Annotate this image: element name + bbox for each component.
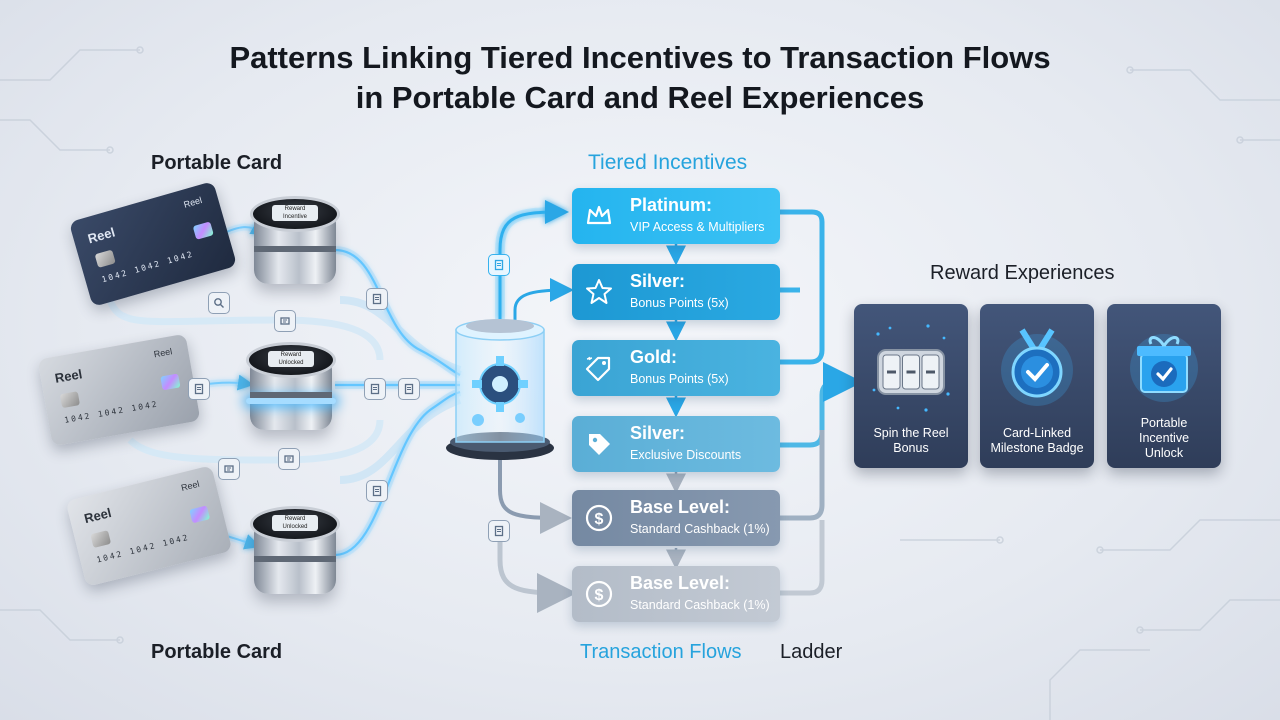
document-icon [398,378,420,400]
gear-icon [472,356,528,412]
reader-screen: Reward Unlocked [272,515,318,531]
reader-screen: Reward Unlocked [268,351,314,367]
dollar-icon: $ [585,580,613,608]
tiered-incentives-label: Tiered Incentives [588,151,748,174]
reward-experiences-label: Reward Experiences [930,262,1115,284]
tier-platinum[interactable]: Platinum: VIP Access & Multipliers [572,188,780,244]
reader-glow [246,398,336,404]
tier-base-level-2[interactable]: $ Base Level: Standard Cashback (1%) [572,566,780,622]
star-icon [586,279,612,304]
reward-label: Portable Incentive Unlock [1138,416,1190,460]
document-icon [366,480,388,502]
circuit-background [0,46,1280,720]
reward-milestone-badge[interactable]: Card-Linked Milestone Badge [980,304,1094,468]
tier-description: Bonus Points (5x) [630,372,729,386]
receipt-icon [278,448,300,470]
card-hologram-icon [192,221,214,240]
ladder-label: Ladder [780,641,843,663]
document-icon [366,288,388,310]
tag-icon [585,356,611,382]
card-brand-secondary: Reel [182,195,204,210]
tag-icon [589,434,610,455]
card-reader-1[interactable]: Reward Incentive [250,196,340,288]
tier-description: Bonus Points (5x) [630,296,729,310]
transaction-flows-label: Transaction Flows [580,641,742,663]
transaction-hub[interactable] [440,312,560,462]
reward-label: Card-Linked Milestone Badge [990,426,1084,455]
card-brand: Reel [86,224,117,247]
document-icon [188,378,210,400]
card-brand-secondary: Reel [180,478,201,493]
page-title: Patterns Linking Tiered Incentives to Tr… [0,38,1280,118]
tier-name: Gold: [630,347,677,367]
reward-label: Spin the Reel Bonus [873,426,949,455]
svg-text:$: $ [595,511,604,528]
card-brand: Reel [82,505,113,527]
tier-gold[interactable]: Gold: Bonus Points (5x) [572,340,780,396]
card-chip-icon [59,391,81,409]
document-icon [488,520,510,542]
card-brand-secondary: Reel [152,346,173,360]
portable-card-label-top: Portable Card [151,152,283,174]
tier-description: Standard Cashback (1%) [630,598,770,612]
tier-name: Platinum: [630,195,713,215]
portable-card-label-bottom: Portable Card [151,641,283,663]
dollar-icon: $ [585,504,613,532]
tier-name: Base Level: [630,497,731,517]
svg-text:$: $ [595,587,604,604]
search-icon [208,292,230,314]
tier-name: Silver: [630,271,686,291]
tier-description: VIP Access & Multipliers [630,220,765,234]
card-reader-2[interactable]: Reward Unlocked [246,342,336,434]
document-icon [488,254,510,276]
tier-name: Base Level: [630,573,731,593]
receipt-icon [218,458,240,480]
card-hologram-icon [189,505,211,524]
receipt-icon [274,310,296,332]
card-hologram-icon [160,373,181,391]
tier-description: Exclusive Discounts [630,448,742,462]
document-icon [364,378,386,400]
reward-spin-the-reel[interactable]: Spin the Reel Bonus [854,304,968,468]
crown-icon [586,205,612,225]
badge-icon [1001,328,1073,406]
tier-silver-discounts[interactable]: Silver: Exclusive Discounts [572,416,780,472]
slot-reel-icon [872,324,950,412]
card-brand: Reel [53,366,84,386]
tier-description: Standard Cashback (1%) [630,522,770,536]
tier-base-level-1[interactable]: $ Base Level: Standard Cashback (1%) [572,490,780,546]
card-reader-3[interactable]: Reward Unlocked [250,506,340,598]
card-chip-icon [90,530,112,549]
card-chip-icon [94,249,116,268]
reward-portable-unlock[interactable]: Portable Incentive Unlock [1107,304,1221,468]
tier-silver-bonus[interactable]: Silver: Bonus Points (5x) [572,264,780,320]
reader-screen: Reward Incentive [272,205,318,221]
tier-name: Silver: [630,423,686,443]
card-number: 1042 1042 1042 [100,249,195,285]
title-line-1: Patterns Linking Tiered Incentives to Tr… [229,40,1051,75]
title-line-2: in Portable Card and Reel Experiences [355,80,925,115]
gift-icon [1130,334,1198,402]
